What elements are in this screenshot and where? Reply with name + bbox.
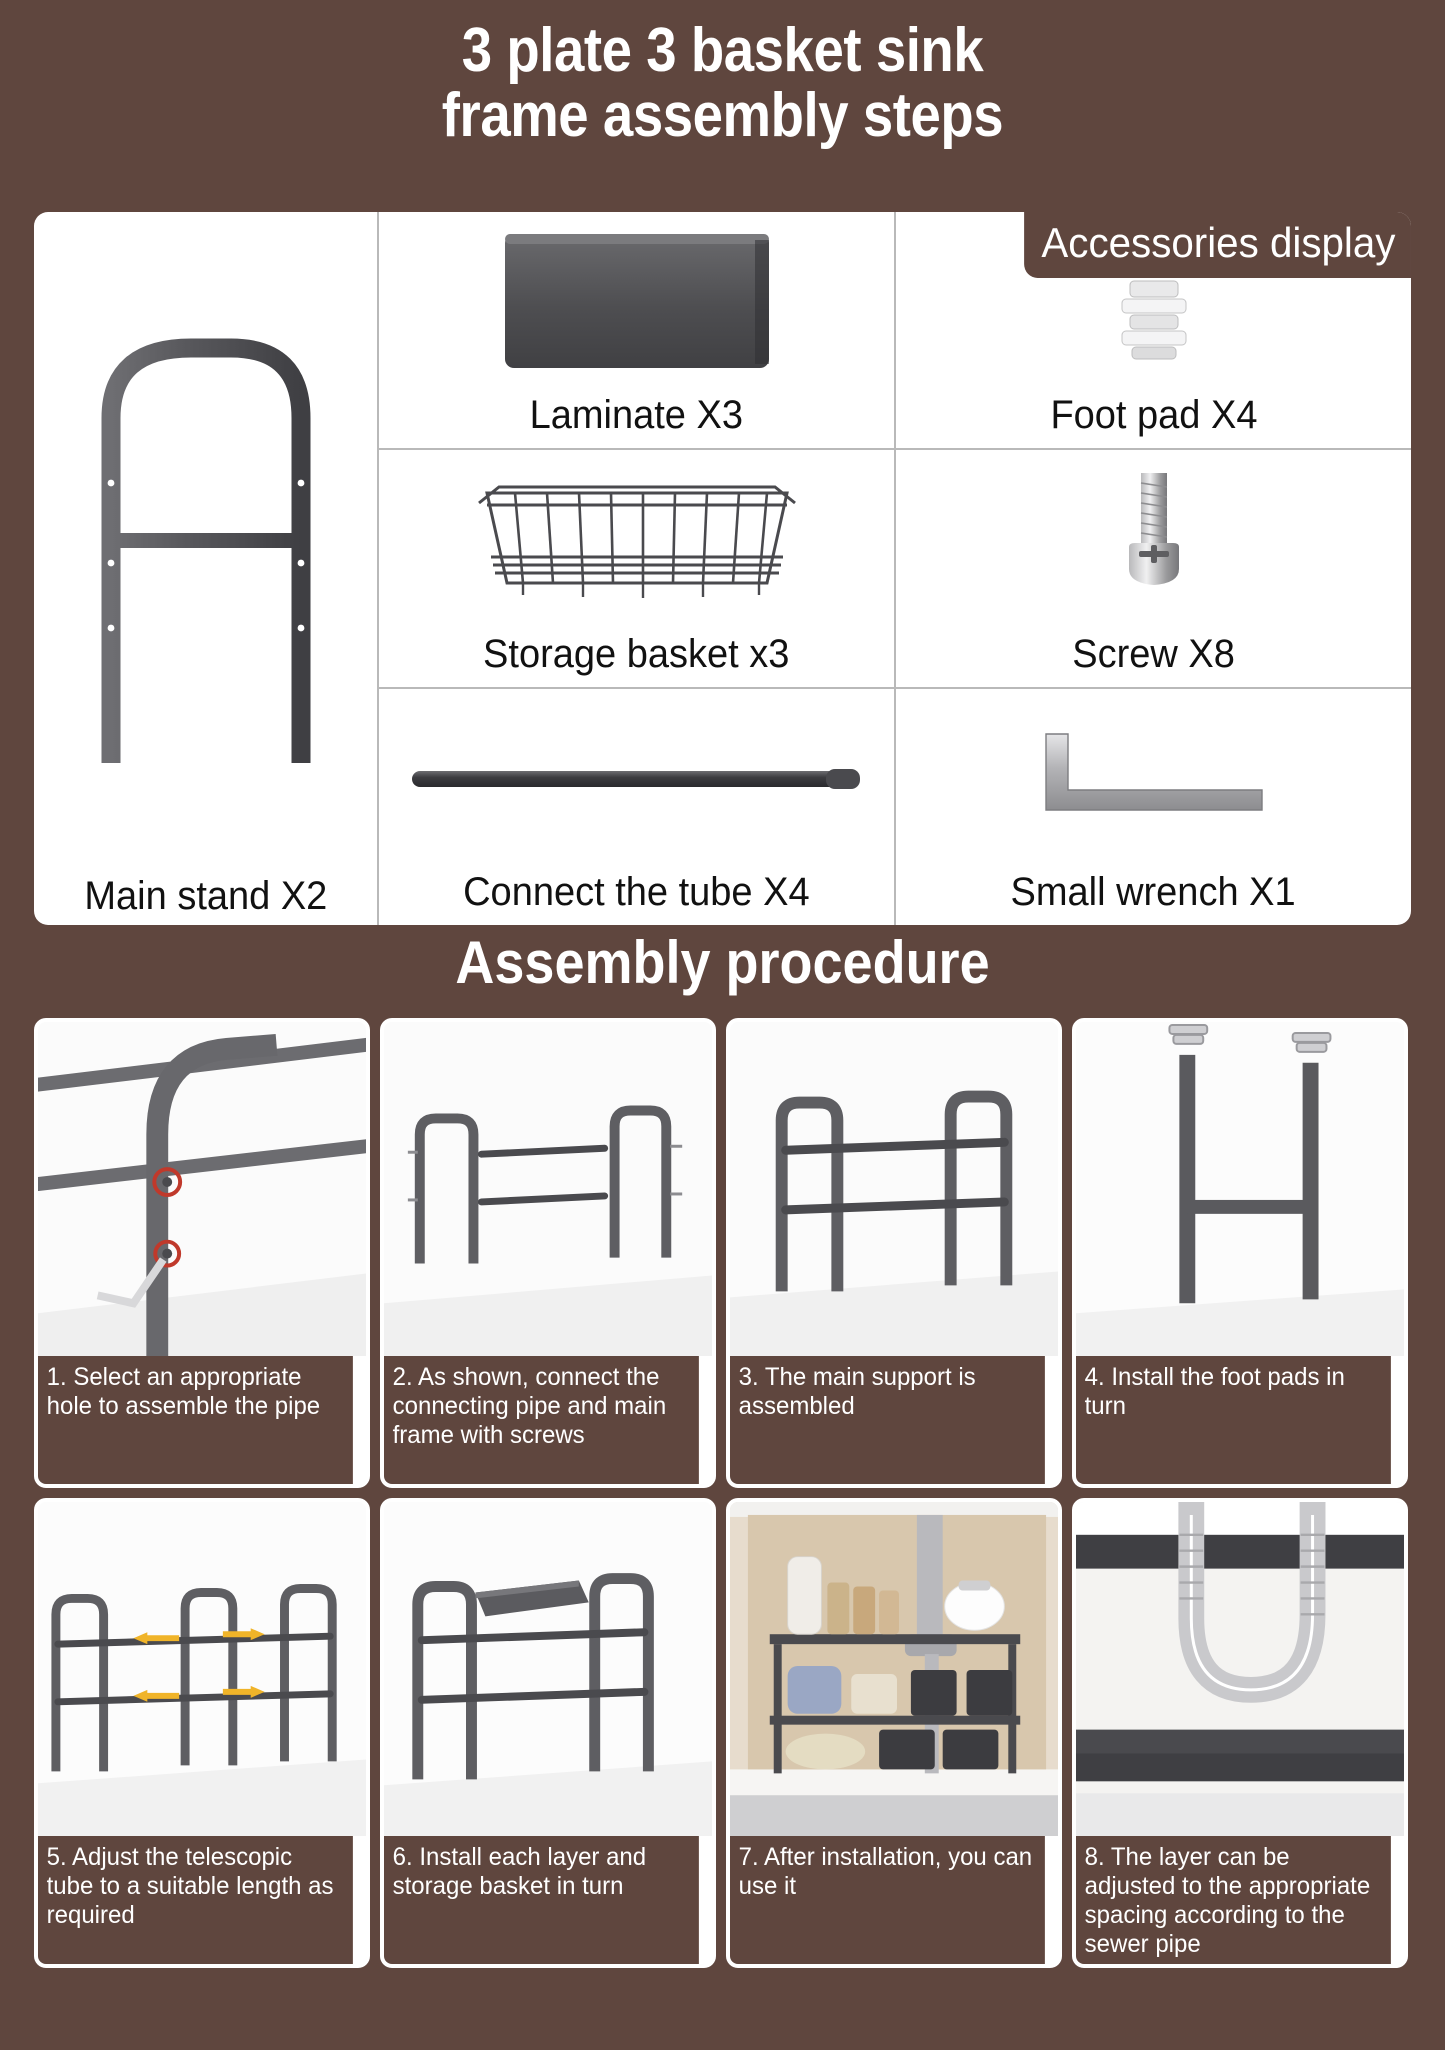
parts-row-3: Connect the tube X4 (379, 688, 1411, 925)
main-stand-svg (101, 338, 310, 763)
step-connect-pipes-art (384, 1022, 712, 1356)
foot-pad-icon (896, 212, 1411, 392)
step-sewer-pipe-art (1076, 1502, 1404, 1836)
assembly-procedure-heading: Assembly procedure (455, 929, 990, 996)
parts-row-2: Storage basket x3 (379, 450, 1411, 689)
step-card-1[interactable]: 1. Select an appropriate hole to assembl… (34, 1018, 370, 1488)
part-cell-laminate: Laminate X3 (379, 212, 896, 449)
step-photo-4 (1076, 1022, 1404, 1356)
laminate-svg (504, 234, 769, 369)
page-title: 3 plate 3 basket sink frame assembly ste… (87, 0, 1359, 148)
step-photo-3 (730, 1022, 1058, 1356)
storage-basket-icon (379, 450, 894, 630)
step-foot-pads-art (1076, 1022, 1404, 1356)
step-card-7[interactable]: 7. After installation, you can use it (726, 1498, 1062, 1968)
step-photo-8 (1076, 1502, 1404, 1836)
step-caption-4: 4. Install the foot pads in turn (1076, 1356, 1391, 1484)
part-label-main-stand: Main stand X2 (84, 874, 327, 918)
small-wrench-svg (1044, 733, 1263, 811)
assembly-steps-grid: 1. Select an appropriate hole to assembl… (34, 1018, 1411, 1968)
laminate-icon (379, 212, 894, 392)
parts-grid: Laminate X3 Accessories display Foot p (379, 212, 1411, 925)
step-card-5[interactable]: 5. Adjust the telescopic tube to a suita… (34, 1498, 370, 1968)
part-cell-screw: Screw X8 (896, 450, 1411, 686)
step-caption-5: 5. Adjust the telescopic tube to a suita… (38, 1836, 353, 1964)
main-stand-icon (34, 212, 377, 873)
connect-tube-icon (379, 689, 894, 869)
part-label-screw: Screw X8 (1072, 631, 1235, 676)
part-label-small-wrench: Small wrench X1 (1010, 869, 1297, 914)
step-card-4[interactable]: 4. Install the foot pads in turn (1072, 1018, 1408, 1488)
screw-svg (1128, 473, 1179, 586)
step-hole-screw-art (38, 1022, 366, 1356)
part-label-laminate: Laminate X3 (529, 393, 744, 438)
step-photo-1 (38, 1022, 366, 1356)
part-label-foot-pad: Foot pad X4 (1049, 393, 1258, 438)
screw-icon (896, 450, 1411, 630)
step-photo-2 (384, 1022, 712, 1356)
part-cell-main-stand: Main stand X2 (34, 212, 379, 925)
foot-pad-svg (1121, 280, 1186, 360)
step-caption-7: 7. After installation, you can use it (730, 1836, 1045, 1964)
part-cell-connect-tube: Connect the tube X4 (379, 688, 896, 925)
part-cell-small-wrench: Small wrench X1 (896, 689, 1411, 925)
part-label-storage-basket: Storage basket x3 (483, 631, 790, 676)
step-caption-3: 3. The main support is assembled (730, 1356, 1045, 1484)
storage-basket-svg (477, 485, 796, 599)
part-cell-storage-basket: Storage basket x3 (379, 450, 896, 687)
step-card-3[interactable]: 3. The main support is assembled (726, 1018, 1062, 1488)
connect-tube-svg (411, 768, 860, 789)
step-photo-5 (38, 1502, 366, 1836)
step-caption-2: 2. As shown, connect the connecting pipe… (384, 1356, 699, 1484)
accessories-display-badge: Accessories display (1024, 212, 1411, 278)
step-caption-6: 6. Install each layer and storage basket… (384, 1836, 699, 1964)
small-wrench-icon (896, 689, 1411, 869)
step-main-support-art (730, 1022, 1058, 1356)
step-caption-8: 8. The layer can be adjusted to the appr… (1076, 1836, 1391, 1964)
step-layers-art (384, 1502, 712, 1836)
step-photo-6 (384, 1502, 712, 1836)
step-caption-1: 1. Select an appropriate hole to assembl… (38, 1356, 353, 1484)
part-cell-foot-pad: Accessories display Foot pad X4 (896, 212, 1411, 448)
page-title-line-2: frame assembly steps (441, 81, 1004, 151)
parts-list-panel: Main stand X2 (34, 212, 1411, 925)
step-installed-art (730, 1502, 1058, 1836)
page-title-line-1: 3 plate 3 basket sink (461, 16, 984, 85)
step-card-8[interactable]: 8. The layer can be adjusted to the appr… (1072, 1498, 1408, 1968)
step-photo-7 (730, 1502, 1058, 1836)
step-telescopic-art (38, 1502, 366, 1836)
part-label-connect-tube: Connect the tube X4 (463, 869, 810, 914)
step-card-2[interactable]: 2. As shown, connect the connecting pipe… (380, 1018, 716, 1488)
parts-row-1: Laminate X3 Accessories display Foot p (379, 212, 1411, 451)
step-card-6[interactable]: 6. Install each layer and storage basket… (380, 1498, 716, 1968)
